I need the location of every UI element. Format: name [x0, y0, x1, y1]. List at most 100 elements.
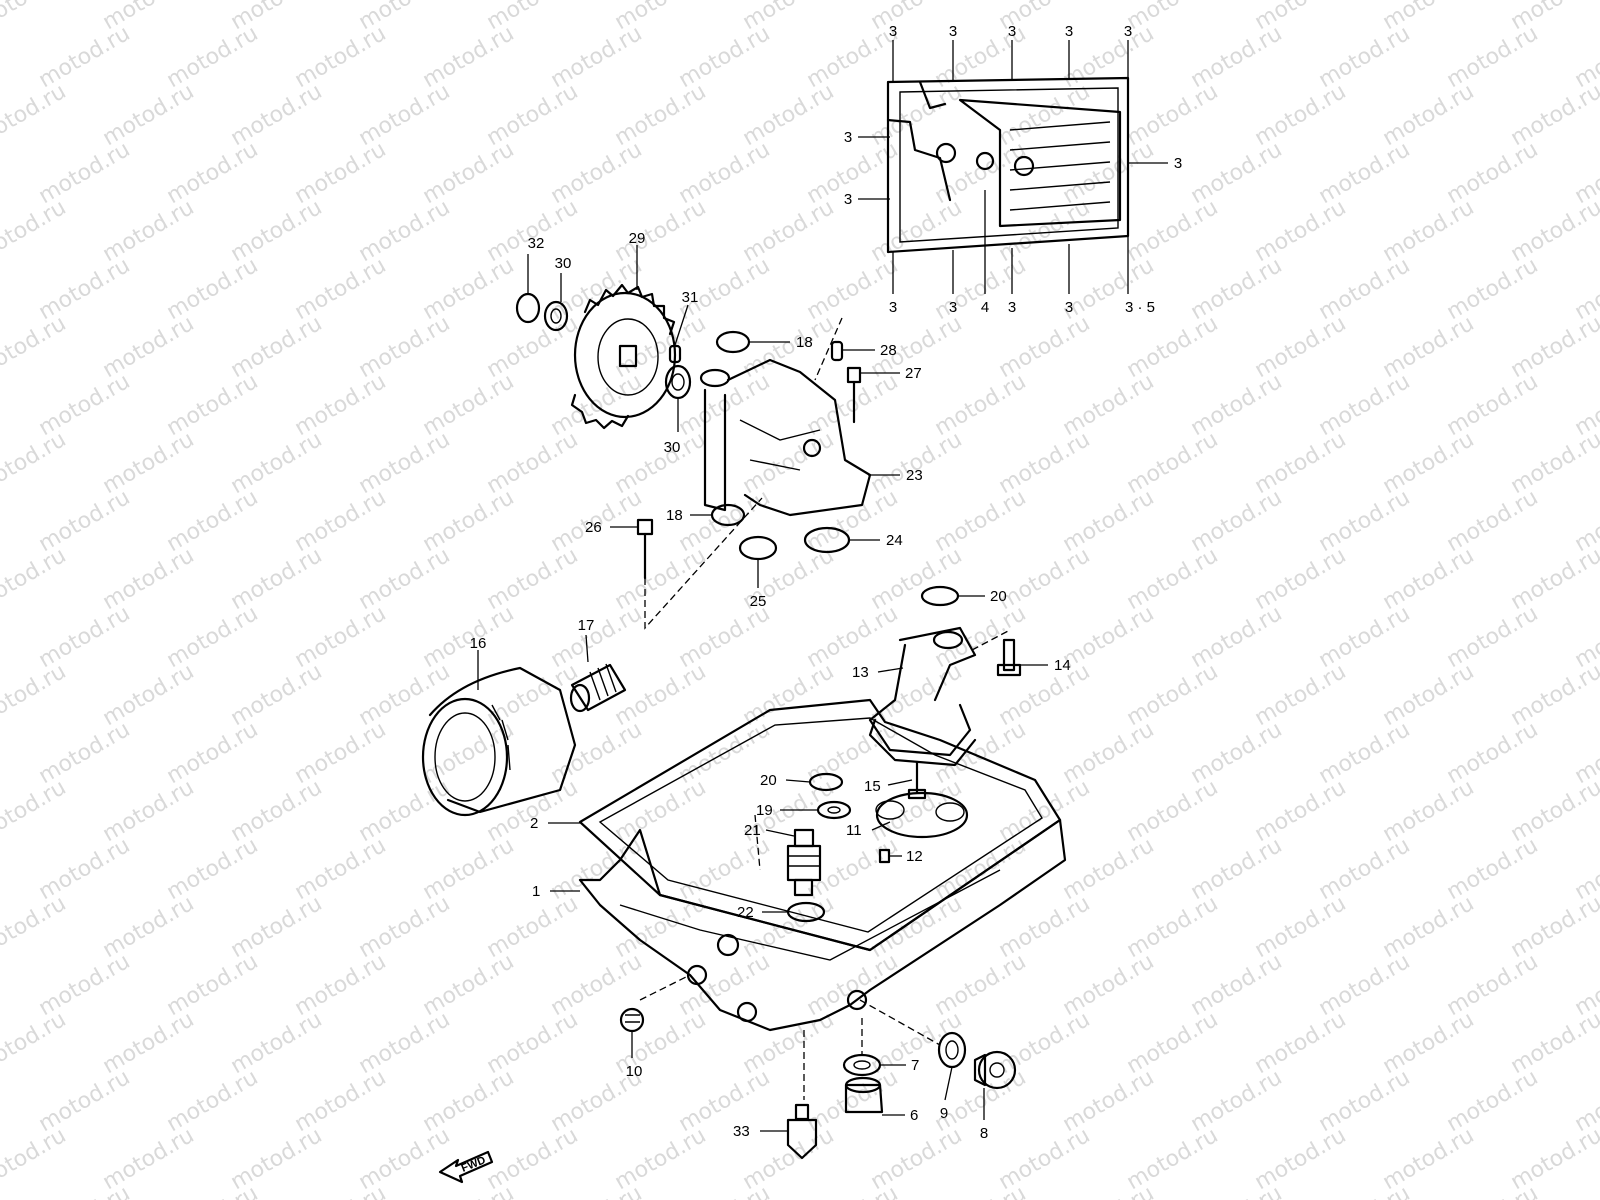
- watermark-text: motod.ru: [1507, 79, 1600, 151]
- o-ring-25: [738, 535, 778, 561]
- callout-12: 12: [906, 848, 923, 865]
- oil-filter-16: [421, 666, 577, 817]
- watermark-text: motod.ru: [675, 1065, 775, 1137]
- watermark-text: motod.ru: [163, 717, 263, 789]
- watermark-text: motod.ru: [1123, 891, 1223, 963]
- watermark-text: motod.ru: [1315, 485, 1415, 557]
- callout-3: 3: [1008, 299, 1016, 316]
- oil-pump-body: [699, 358, 872, 517]
- watermark-text: motod.ru: [419, 1065, 519, 1137]
- watermark-text: motod.ru: [1315, 833, 1415, 905]
- watermark-text: motod.ru: [931, 369, 1031, 441]
- callout-31: 31: [682, 289, 699, 306]
- watermark-text: motod.ru: [675, 21, 775, 93]
- watermark-text: motod.ru: [803, 1181, 903, 1200]
- watermark-text: motod.ru: [483, 1123, 583, 1195]
- callout-7: 7: [911, 1057, 919, 1074]
- watermark-text: motod.ru: [1059, 1181, 1159, 1200]
- callout-10: 10: [626, 1063, 643, 1080]
- watermark-text: motod.ru: [611, 543, 711, 615]
- watermark-text: motod.ru: [995, 311, 1095, 383]
- watermark-text: motod.ru: [1251, 1007, 1351, 1079]
- bolt-27: [846, 366, 862, 424]
- callout-11: 11: [846, 822, 862, 839]
- watermark-text: motod.ru: [1251, 891, 1351, 963]
- watermark-text: motod.ru: [867, 891, 967, 963]
- watermark-text: motod.ru: [1059, 137, 1159, 209]
- watermark-text: motod.ru: [227, 543, 327, 615]
- watermark-text: motod.ru: [867, 427, 967, 499]
- watermark-text: motod.ru: [547, 1181, 647, 1200]
- watermark-text: motod.ru: [227, 195, 327, 267]
- watermark-text: motod.ru: [1507, 659, 1600, 731]
- watermark-text: motod.ru: [1315, 949, 1415, 1021]
- watermark-text: motod.ru: [1251, 79, 1351, 151]
- watermark-text: motod.ru: [35, 369, 135, 441]
- watermark-text: motod.ru: [1443, 137, 1543, 209]
- callout-8: 8: [980, 1125, 988, 1142]
- watermark-text: motod.ru: [227, 1123, 327, 1195]
- watermark-text: motod.ru: [35, 485, 135, 557]
- bolt-26: [636, 518, 654, 580]
- callout-21: 21: [744, 822, 761, 839]
- watermark-text: motod.ru: [1059, 717, 1159, 789]
- watermark-text: motod.ru: [1123, 195, 1223, 267]
- watermark-text: motod.ru: [99, 659, 199, 731]
- watermark-text: motod.ru: [1443, 833, 1543, 905]
- watermark-text: motod.ru: [1123, 79, 1223, 151]
- callout-18: 18: [796, 334, 813, 351]
- watermark-text: motod.ru: [0, 659, 70, 731]
- watermark-text: motod.ru: [99, 311, 199, 383]
- callout-33: 33: [733, 1123, 750, 1140]
- watermark-text: motod.ru: [163, 369, 263, 441]
- watermark-text: motod.ru: [99, 195, 199, 267]
- watermark-text: motod.ru: [1059, 949, 1159, 1021]
- oil-pan-1: [578, 818, 1067, 1032]
- callout-2: 2: [530, 815, 538, 832]
- watermark-text: motod.ru: [1507, 775, 1600, 847]
- watermark-text: motod.ru: [483, 543, 583, 615]
- oil-screen-11: [875, 791, 969, 839]
- watermark-text: motod.ru: [1059, 833, 1159, 905]
- watermark-text: motod.ru: [867, 195, 967, 267]
- watermark-text: motod.ru: [163, 1181, 263, 1200]
- watermark-text: motod.ru: [291, 369, 391, 441]
- callout-14: 14: [1054, 657, 1071, 674]
- pump-gear: [570, 283, 677, 430]
- watermark-text: motod.ru: [1315, 1181, 1415, 1200]
- callout-3: 3: [889, 299, 897, 316]
- watermark-text: motod.ru: [355, 195, 455, 267]
- watermark-text: motod.ru: [0, 1007, 70, 1079]
- watermark-text: motod.ru: [1059, 601, 1159, 673]
- watermark-text: motod.ru: [1443, 369, 1543, 441]
- plug-6: [844, 1076, 884, 1114]
- watermark-text: motod.ru: [291, 485, 391, 557]
- watermark-text: motod.ru: [1187, 949, 1287, 1021]
- watermark-text: motod.ru: [355, 1007, 455, 1079]
- watermark-text: motod.ru: [739, 311, 839, 383]
- watermark-text: motod.ru: [291, 253, 391, 325]
- watermark-text: motod.ru: [355, 775, 455, 847]
- watermark-text: motod.ru: [35, 137, 135, 209]
- watermark-text: motod.ru: [483, 1007, 583, 1079]
- watermark-text: motod.ru: [1379, 543, 1479, 615]
- watermark-text: motod.ru: [163, 949, 263, 1021]
- bolt-15: [907, 760, 927, 800]
- watermark-text: motod.ru: [419, 485, 519, 557]
- watermark-text: motod.ru: [35, 1065, 135, 1137]
- watermark-text: motod.ru: [611, 311, 711, 383]
- circlip-32: [515, 292, 541, 324]
- dowel-28: [830, 340, 844, 362]
- watermark-text: motod.ru: [547, 137, 647, 209]
- watermark-text: motod.ru: [739, 195, 839, 267]
- watermark-text: motod.ru: [803, 253, 903, 325]
- oil-strainer-13: [868, 626, 977, 767]
- watermark-text: motod.ru: [1059, 21, 1159, 93]
- watermark-text: motod.ru: [1507, 891, 1600, 963]
- callout-3: 3: [949, 299, 957, 316]
- watermark-text: motod.ru: [803, 1065, 903, 1137]
- callout-6: 6: [910, 1107, 918, 1124]
- plug-10: [619, 1007, 645, 1033]
